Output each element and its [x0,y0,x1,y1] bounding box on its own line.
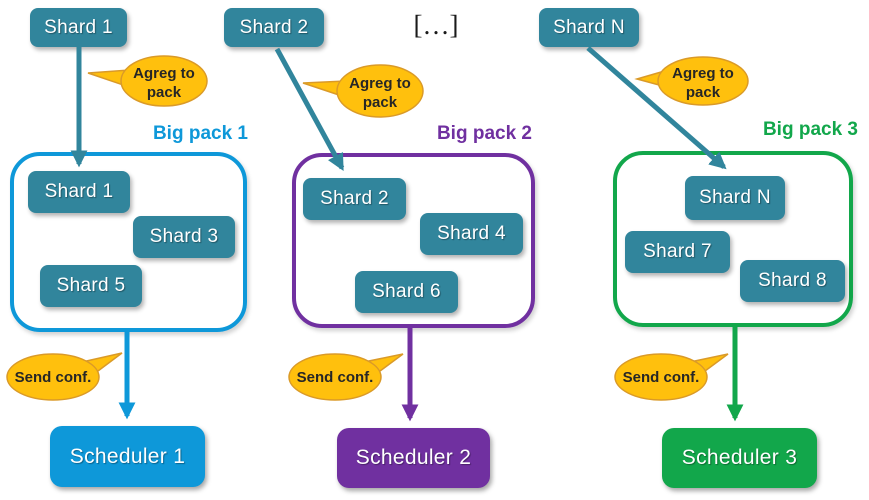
pack2-shard-item: Shard 6 [355,271,458,313]
callout-tail [80,352,123,375]
arrow-shard2-to-pack2 [274,47,345,171]
pack3-shard-item: Shard 8 [740,260,845,302]
callout-tail [688,353,729,376]
callout-text: Send conf. [15,369,92,386]
callout-tail [87,69,133,90]
callout-text: Agreg to [349,75,411,92]
pack3-shard-item: Shard 7 [625,231,730,273]
callout-text: Send conf. [623,369,700,386]
scheduler-3-box: Scheduler 3 [662,428,817,488]
scheduler-1-box: Scheduler 1 [50,426,205,487]
callout-bubble [6,353,100,401]
callout-text: pack [686,84,721,101]
pack1-shard-item: Shard 5 [40,265,142,307]
callout-tail [362,353,404,375]
callout-bubble [657,56,749,106]
callout-text: pack [363,94,398,111]
aggregate-callout-2: Agreg to pack [302,64,424,118]
big-pack-1-label: Big pack 1 [152,123,248,144]
callout-bubble [120,55,208,107]
callout-tail [302,80,349,100]
source-shard-1: Shard 1 [30,8,127,47]
source-shard-2: Shard 2 [224,8,324,47]
scheduler-2-box: Scheduler 2 [337,428,490,488]
arrow-shardN-to-pack3 [586,46,727,170]
pack3-shard-item: Shard N [685,176,785,220]
callout-bubble [336,64,424,118]
pack2-shard-item: Shard 4 [420,213,523,255]
callout-bubble [614,353,708,401]
pack2-shard-item: Shard 2 [303,178,406,220]
source-shard-n: Shard N [539,8,639,47]
send-callout-3: Send conf. [614,353,729,401]
pack1-shard-item: Shard 1 [28,171,130,213]
send-callout-2: Send conf. [288,353,404,401]
aggregate-callout-3: Agreg to pack [634,56,749,106]
callout-tail [634,69,671,90]
callout-text: Send conf. [297,369,374,386]
ellipsis-label: […] [413,10,459,40]
pack1-shard-item: Shard 3 [133,216,235,258]
big-pack-3-label: Big pack 3 [762,119,858,140]
send-callout-1: Send conf. [6,352,123,401]
callout-bubble [288,353,382,401]
big-pack-2-label: Big pack 2 [436,123,532,144]
callout-text: Agreg to [133,65,195,82]
aggregate-callout-1: Agreg to pack [87,55,208,107]
big-pack-2-container [292,153,535,328]
callout-text: pack [147,84,182,101]
callout-text: Agreg to [672,65,734,82]
